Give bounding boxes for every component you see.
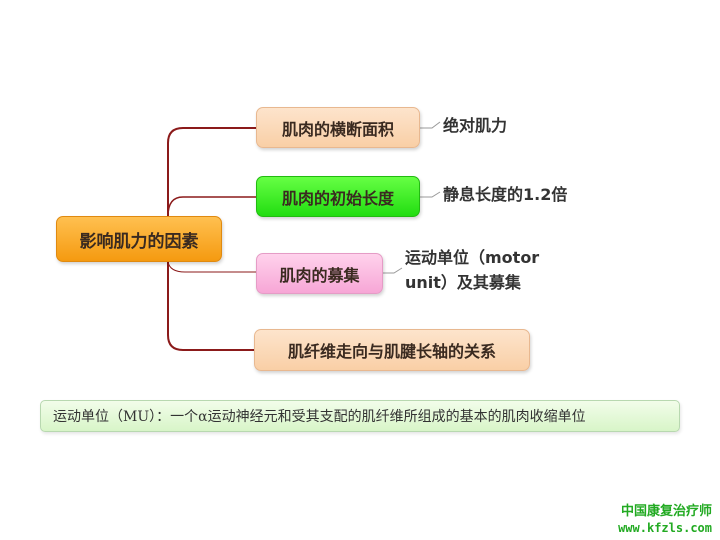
leaf-motor-unit-line2: unit）及其募集 [405,273,521,292]
definition-note: 运动单位（MU）：一个α运动神经元和受其支配的肌纤维所组成的基本的肌肉收缩单位 [40,400,680,432]
leaf-absolute-strength: 绝对肌力 [443,116,508,135]
watermark-url: www.kfzls.com [618,521,712,535]
leaf-motor-unit-line1: 运动单位（motor [405,248,540,267]
branch-node-recruitment: 肌肉的募集 [256,253,383,294]
watermark-name: 中国康复治疗师 [620,504,712,519]
branch-node-cross-section: 肌肉的横断面积 [256,107,420,148]
central-node: 影响肌力的因素 [56,216,222,262]
watermark: 中国康复治疗师 www.kfzls.com [618,504,712,536]
leaf-resting-length: 静息长度的1.2倍 [443,185,568,204]
branch-node-initial-length: 肌肉的初始长度 [256,176,420,217]
branch-node-fiber-direction: 肌纤维走向与肌腱长轴的关系 [254,329,530,371]
